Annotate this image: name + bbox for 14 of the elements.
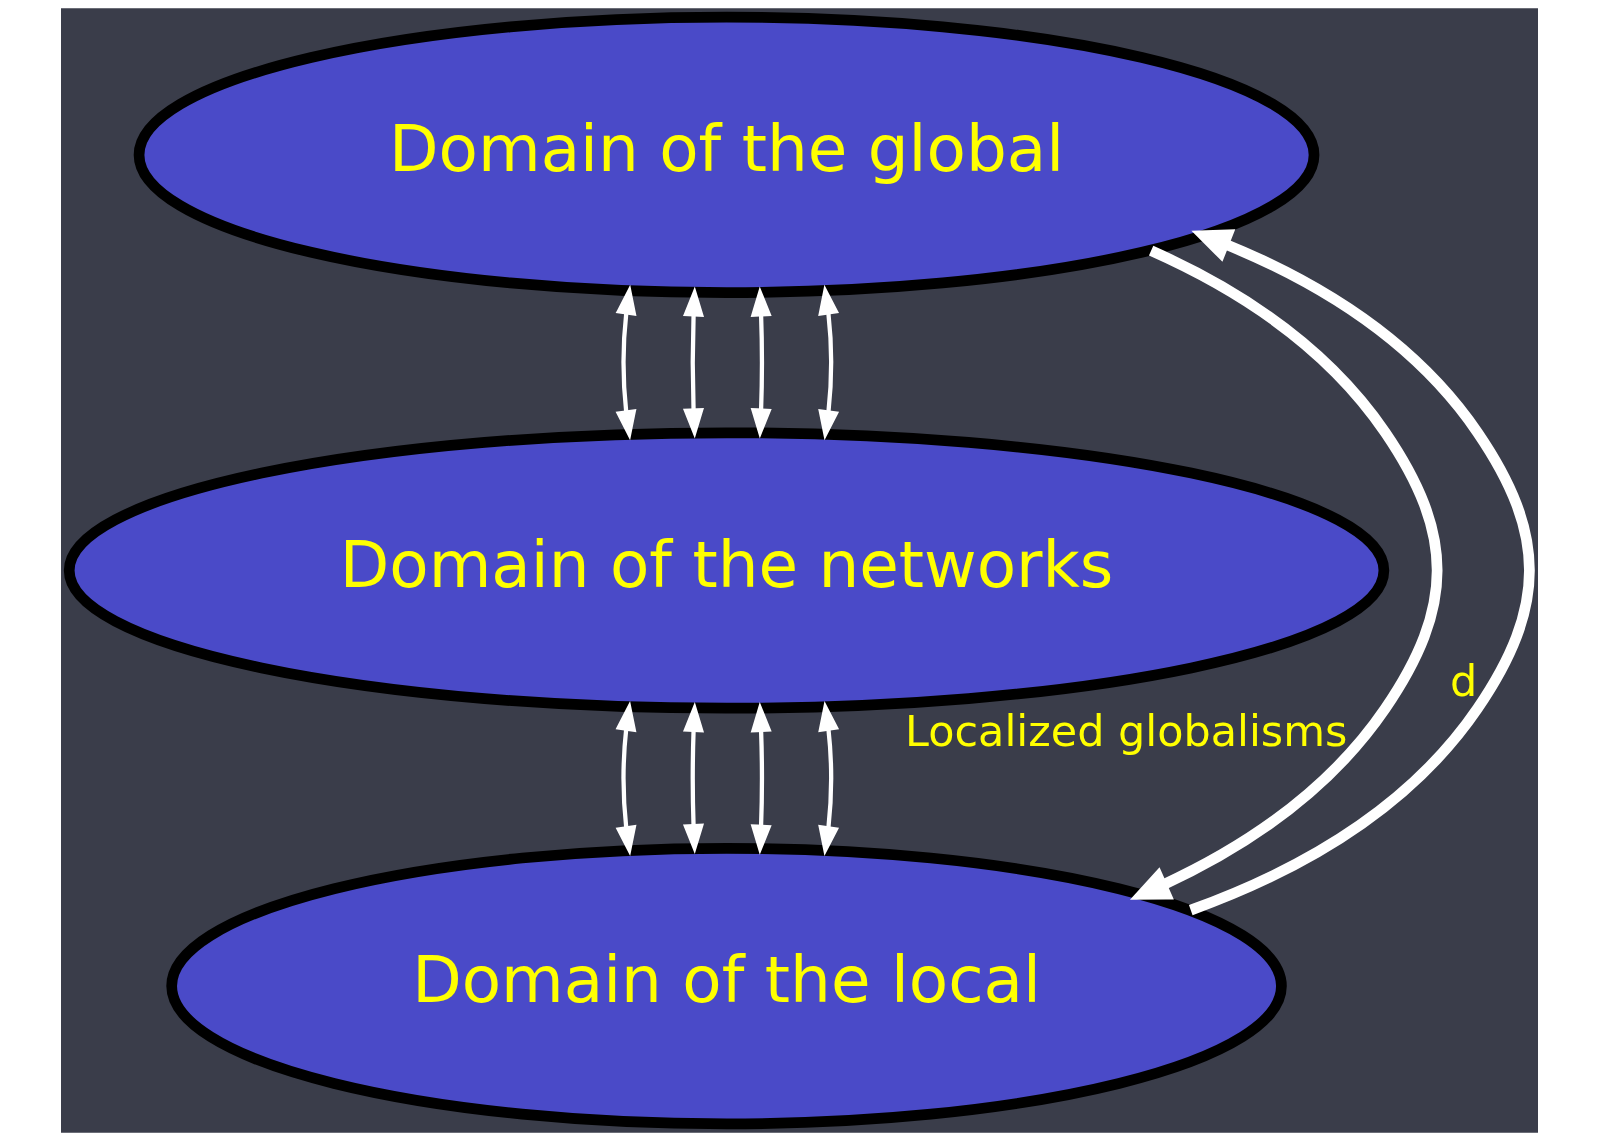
arrow (1129, 245, 1442, 900)
arrow (817, 284, 839, 441)
arrow (817, 700, 839, 857)
arrow (750, 702, 772, 855)
arrow (682, 286, 704, 439)
arrow (615, 700, 636, 857)
arrow (1188, 229, 1535, 916)
edge-label: d (1449, 655, 1477, 706)
arrow (615, 284, 636, 441)
arrow (682, 702, 704, 855)
node-ellipse: Domain of the local (165, 843, 1287, 1130)
node-ellipse: Domain of the global (133, 11, 1319, 298)
arrow (750, 286, 772, 439)
node-ellipse: Domain of the networks (63, 427, 1389, 714)
